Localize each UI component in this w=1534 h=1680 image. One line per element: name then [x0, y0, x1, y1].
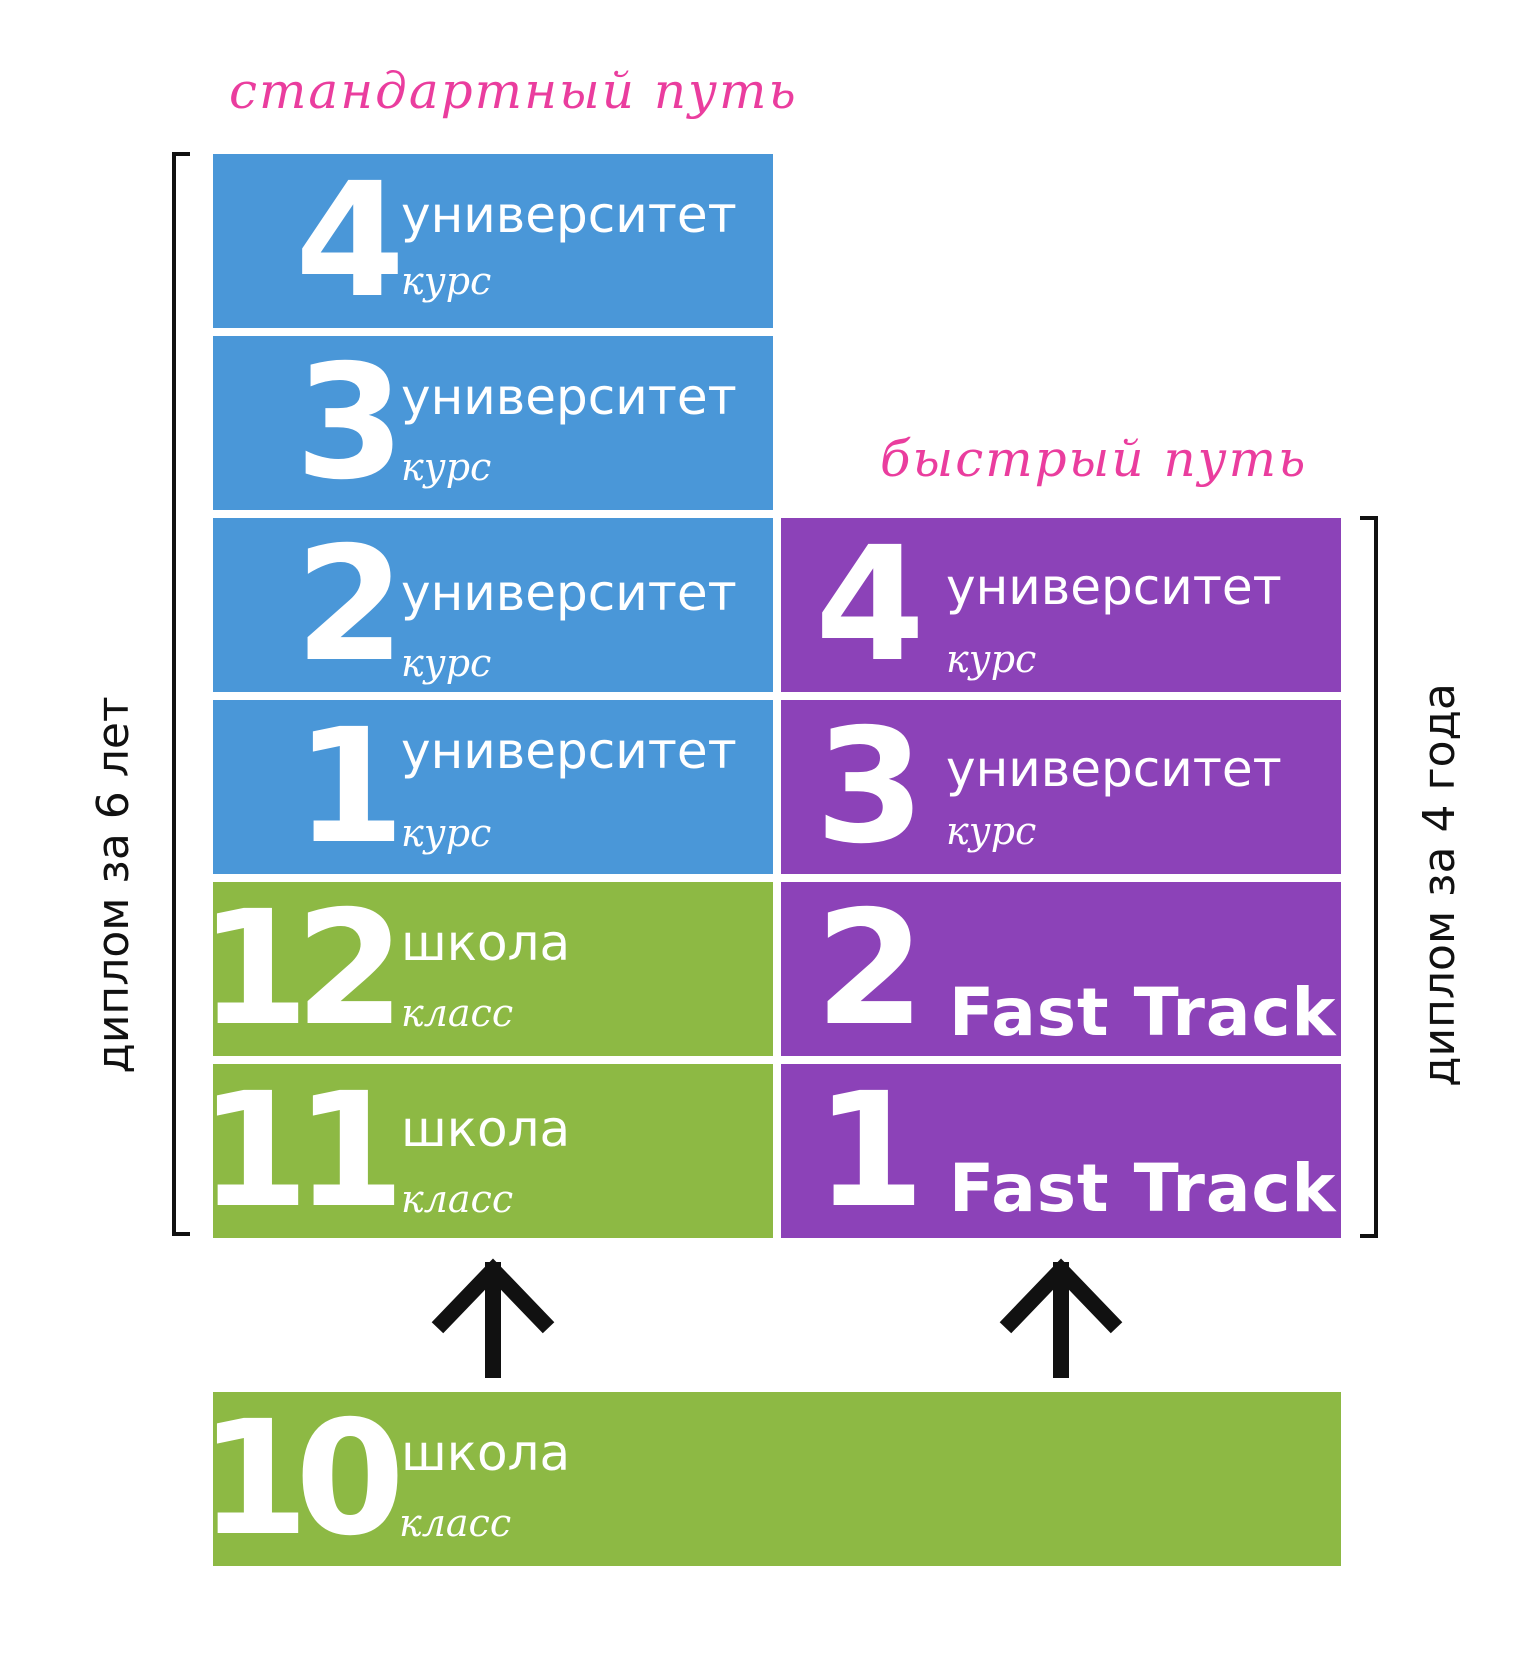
fast-block-university-3: 3 университет курс [781, 700, 1341, 874]
block-number: 4 [295, 154, 405, 328]
base-block-school-10: 10 школа класс [213, 1392, 1341, 1566]
block-main-label: университет [946, 740, 1282, 798]
block-number: 1 [815, 1064, 925, 1238]
standard-block-university-1: 1 университет курс [213, 700, 773, 874]
block-number: 11 [213, 1064, 405, 1238]
standard-path-title: стандартный путь [229, 62, 798, 120]
standard-path-duration-label: диплом за 6 лет [88, 696, 139, 1074]
block-number: 4 [815, 518, 925, 692]
standard-block-school-11: 11 школа класс [213, 1064, 773, 1238]
block-sub-label: курс [946, 637, 1037, 681]
block-number: 10 [213, 1392, 405, 1566]
block-sub-label: курс [401, 259, 492, 303]
fast-track-label: Fast Track [949, 974, 1337, 1051]
block-number: 2 [295, 518, 405, 692]
block-sub-label: класс [399, 1501, 512, 1545]
block-main-label: университет [401, 722, 737, 780]
standard-block-university-2: 2 университет курс [213, 518, 773, 692]
block-sub-label: курс [401, 641, 492, 685]
block-number: 2 [815, 882, 925, 1056]
arrow-up-icon [431, 1258, 555, 1378]
block-sub-label: курс [401, 811, 492, 855]
arrow-up-icon [999, 1258, 1123, 1378]
block-main-label: школа [401, 1424, 571, 1482]
block-number: 3 [295, 336, 405, 510]
block-sub-label: класс [401, 1177, 514, 1221]
block-sub-label: курс [401, 445, 492, 489]
block-sub-label: класс [401, 991, 514, 1035]
fast-path-title: быстрый путь [880, 430, 1308, 488]
fast-track-label: Fast Track [949, 1150, 1337, 1227]
block-main-label: школа [401, 914, 571, 972]
block-number: 12 [213, 882, 405, 1056]
block-main-label: университет [401, 564, 737, 622]
standard-block-school-12: 12 школа класс [213, 882, 773, 1056]
block-main-label: университет [401, 368, 737, 426]
block-main-label: университет [946, 558, 1282, 616]
block-main-label: школа [401, 1100, 571, 1158]
fast-block-university-4: 4 университет курс [781, 518, 1341, 692]
fast-path-bracket [1360, 516, 1378, 1238]
block-number: 1 [295, 700, 405, 874]
fast-path-duration-label: диплом за 4 года [1414, 683, 1465, 1087]
fast-block-fast-track-2: 2 Fast Track [781, 882, 1341, 1056]
standard-block-university-3: 3 университет курс [213, 336, 773, 510]
block-sub-label: курс [946, 809, 1037, 853]
block-main-label: университет [401, 186, 737, 244]
fast-block-fast-track-1: 1 Fast Track [781, 1064, 1341, 1238]
standard-block-university-4: 4 университет курс [213, 154, 773, 328]
standard-path-bracket [172, 152, 190, 1236]
block-number: 3 [815, 700, 925, 874]
